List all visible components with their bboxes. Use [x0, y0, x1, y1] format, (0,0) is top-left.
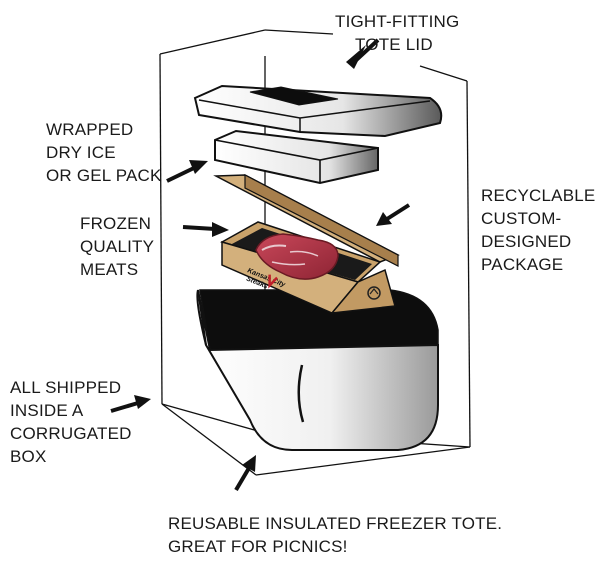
recycle-icon [367, 286, 381, 300]
freezer-tote [196, 289, 439, 451]
arrow-icon [182, 222, 229, 237]
label-package-line-2: CUSTOM- [481, 209, 562, 228]
label-package-line-3: DESIGNED [481, 232, 572, 251]
arrow-icon [110, 395, 151, 413]
label-tote: REUSABLE INSULATED FREEZER TOTE. GREAT F… [168, 512, 502, 558]
arrow-icon [234, 455, 256, 492]
tote-lid [193, 84, 443, 138]
label-dry-ice-line-1: WRAPPED [46, 120, 134, 139]
label-tote-lid-line-1: TIGHT-FITTING [335, 12, 460, 31]
label-package: RECYCLABLE CUSTOM- DESIGNED PACKAGE [481, 184, 595, 276]
label-meats-line-1: FROZEN [80, 214, 152, 233]
corrugated-box-front [159, 29, 471, 476]
arrow-icon [346, 38, 380, 69]
label-shipped: ALL SHIPPED INSIDE A CORRUGATED BOX [10, 376, 132, 468]
label-tote-line-2: GREAT FOR PICNICS! [168, 537, 348, 556]
label-dry-ice: WRAPPED DRY ICE OR GEL PACK [46, 118, 162, 187]
label-package-line-1: RECYCLABLE [481, 186, 596, 205]
frozen-meat [255, 233, 339, 280]
label-meats-line-2: QUALITY [80, 237, 155, 256]
label-tote-lid-line-2: TOTE LID [355, 35, 433, 54]
recyclable-package [213, 174, 400, 314]
label-dry-ice-line-2: DRY ICE [46, 143, 116, 162]
arrow-icon [376, 203, 411, 226]
label-shipped-line-3: CORRUGATED [10, 424, 132, 443]
label-dry-ice-line-3: OR GEL PACK [46, 166, 162, 185]
label-shipped-line-1: ALL SHIPPED [10, 378, 122, 397]
label-tote-line-1: REUSABLE INSULATED FREEZER TOTE. [168, 514, 503, 533]
label-meats: FROZEN QUALITY MEATS [80, 212, 154, 281]
arrow-icon [166, 160, 208, 183]
dry-ice-pack [214, 129, 379, 185]
label-meats-line-3: MEATS [80, 260, 139, 279]
label-tote-lid: TIGHT-FITTING TOTE LID [335, 10, 459, 56]
label-shipped-line-2: INSIDE A [10, 401, 84, 420]
label-package-line-4: PACKAGE [481, 255, 564, 274]
label-shipped-line-4: BOX [10, 447, 47, 466]
